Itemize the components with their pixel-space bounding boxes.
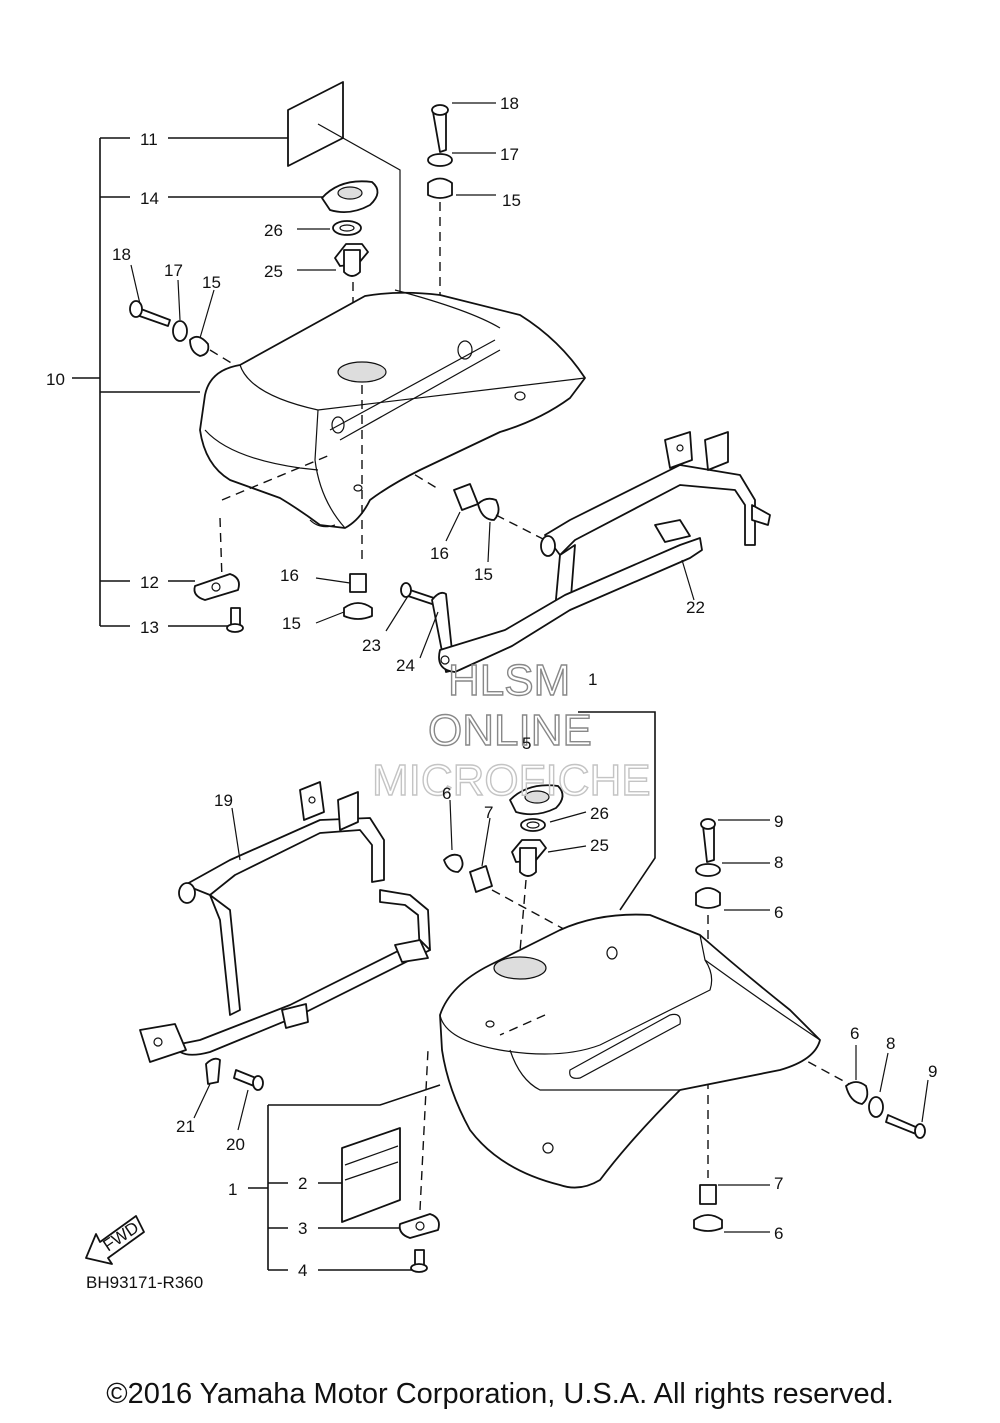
saddlebag-assembly-left [248, 711, 926, 1273]
callout-24: 24 [396, 656, 415, 675]
washer-part [332, 220, 362, 236]
callout-17-top: 17 [500, 145, 519, 164]
support-bracket-left [139, 781, 431, 1091]
callout-23: 23 [362, 636, 381, 655]
callout-10: 10 [46, 370, 65, 389]
callout-21: 21 [176, 1117, 195, 1136]
watermark-line-2: ONLINE [428, 706, 592, 755]
callout-16-center: 16 [430, 544, 449, 563]
callout-6-center: 6 [442, 784, 451, 803]
watermark: HLSM ONLINE MICROFICHE [371, 655, 651, 805]
callout-12: 12 [140, 573, 159, 592]
callout-20: 20 [226, 1135, 245, 1154]
callout-leaders [130, 102, 929, 1233]
callout-1-top: 1 [588, 670, 597, 689]
forward-direction-arrow: FWD [85, 1215, 145, 1265]
callout-2: 2 [298, 1174, 307, 1193]
callout-13: 13 [140, 618, 159, 637]
callout-6-side: 6 [850, 1024, 859, 1043]
callout-19: 19 [214, 791, 233, 810]
callout-numbers: 11 14 10 12 13 18 17 15 26 25 18 17 15 1… [46, 94, 937, 1292]
callout-14: 14 [140, 189, 159, 208]
callout-18-left: 18 [112, 245, 131, 264]
callout-7-center: 7 [484, 803, 493, 822]
support-bracket-right [438, 431, 771, 673]
decal-part [287, 81, 344, 167]
saddlebag-assembly-right [72, 81, 586, 673]
callout-25-top: 25 [264, 262, 283, 281]
copyright-notice: ©2016 Yamaha Motor Corporation, U.S.A. A… [106, 1378, 894, 1410]
callout-22: 22 [686, 598, 705, 617]
callout-1-bottom: 1 [228, 1180, 237, 1199]
diagram-code: BH93171-R360 [86, 1273, 203, 1292]
callout-18-top: 18 [500, 94, 519, 113]
callout-26-bottom: 26 [590, 804, 609, 823]
callout-17-left: 17 [164, 261, 183, 280]
callout-11: 11 [140, 130, 158, 149]
callout-6-top: 6 [774, 903, 783, 922]
callout-7-bottom: 7 [774, 1174, 783, 1193]
callout-15-left: 15 [202, 273, 221, 292]
callout-9-side: 9 [928, 1062, 937, 1081]
callout-5: 5 [522, 734, 531, 753]
callout-15-center: 15 [474, 565, 493, 584]
callout-4: 4 [298, 1261, 307, 1280]
watermark-line-1: HLSM [448, 656, 570, 705]
exploded-parts-diagram: FWD HLSM ONLINE MICROFICHE 11 14 10 12 1… [46, 81, 937, 1292]
callout-8-side: 8 [886, 1034, 895, 1053]
callout-25-bottom: 25 [590, 836, 609, 855]
callout-6-bottom: 6 [774, 1224, 783, 1243]
callout-9-top: 9 [774, 812, 783, 831]
callout-26-top: 26 [264, 221, 283, 240]
callout-3: 3 [298, 1219, 307, 1238]
callout-15-top: 15 [502, 191, 521, 210]
watermark-line-3: MICROFICHE [372, 756, 651, 805]
callout-16-lower: 16 [280, 566, 299, 585]
callout-15-lower: 15 [282, 614, 301, 633]
callout-8-top: 8 [774, 853, 783, 872]
